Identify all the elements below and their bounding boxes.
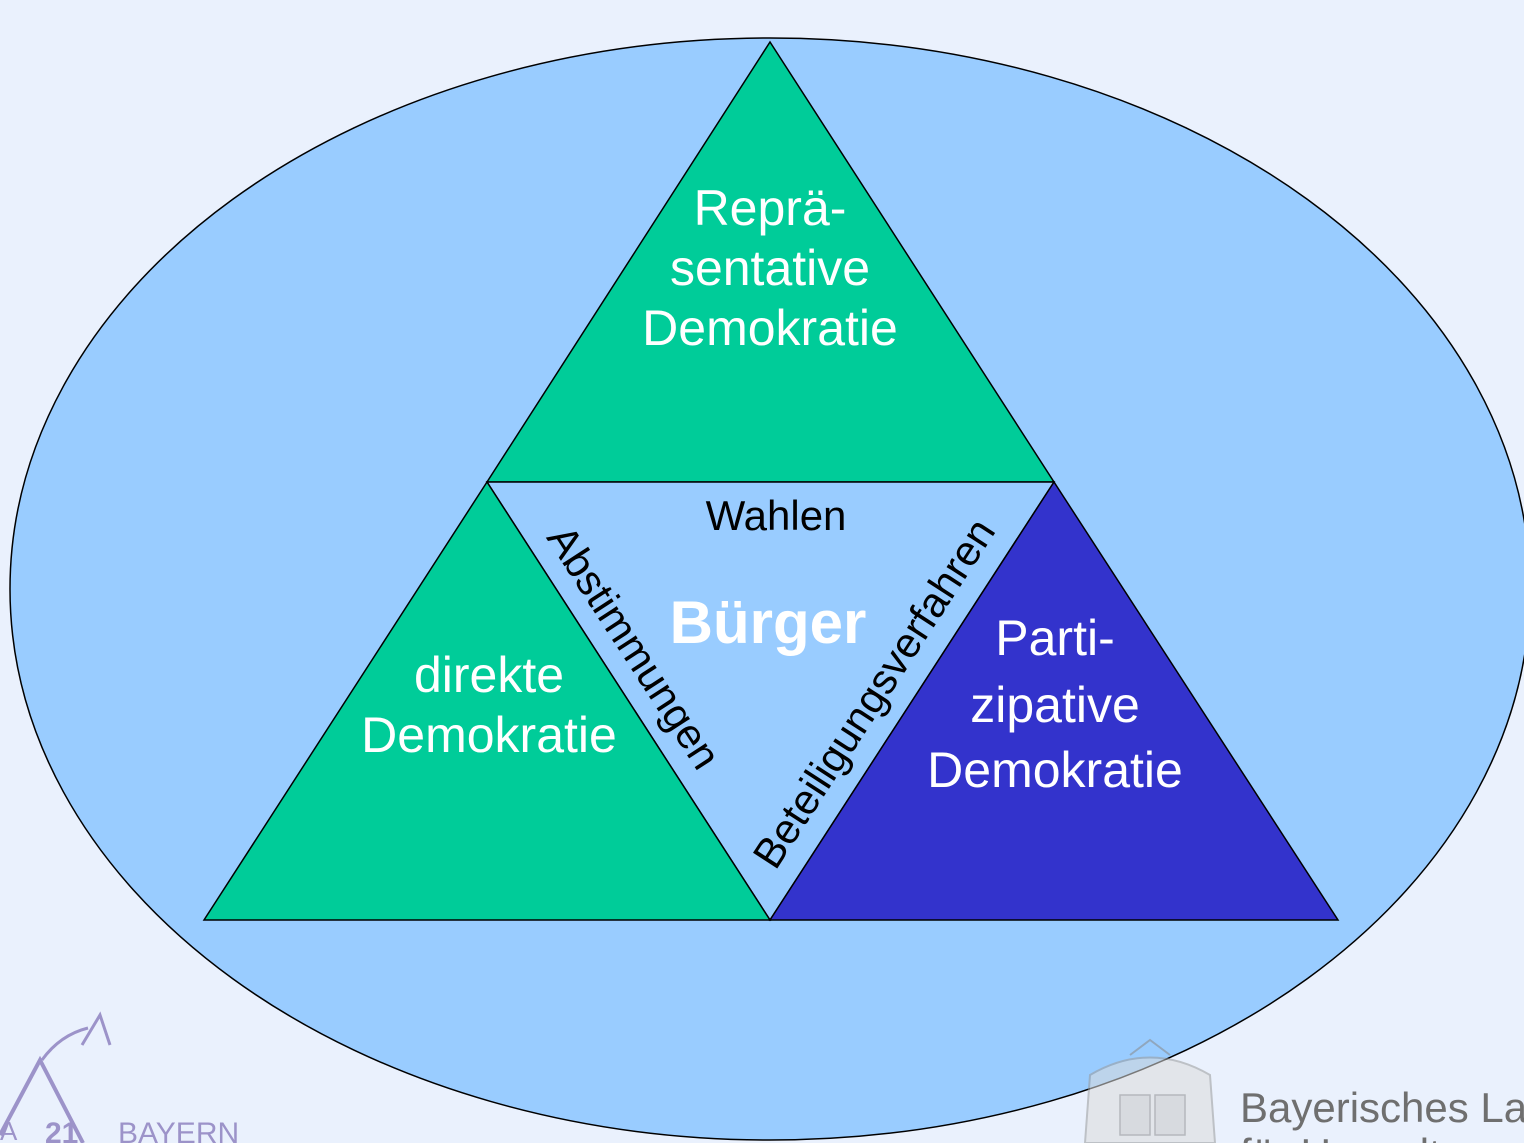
label-representative-line2: sentative (670, 240, 870, 296)
label-representative-line3: Demokratie (642, 300, 898, 356)
triangle-participative (768, 480, 1340, 921)
ministry-logo: Bayerisches La für Umwelt (1083, 1038, 1524, 1143)
label-direct-line1: direkte (414, 647, 564, 703)
label-participative-line2: zipative (970, 677, 1140, 733)
label-representative-line1: Reprä- (694, 180, 847, 236)
ministry-text-line2: für Umwelt (1240, 1130, 1441, 1143)
agenda21-wordmark: BAYERN (118, 1117, 239, 1143)
agenda21-number: 21 (45, 1117, 78, 1143)
triangle-direct (202, 480, 772, 921)
coat-of-arms-icon (1083, 1038, 1217, 1143)
ministry-text-line1: Bayerisches La (1240, 1084, 1524, 1131)
svg-text:A: A (0, 1116, 18, 1143)
label-direct-line2: Demokratie (361, 707, 617, 763)
label-participative-line3: Demokratie (927, 742, 1183, 798)
agenda21-logo: 21 BAYERN A (0, 1011, 239, 1143)
edge-label-top: Wahlen (706, 492, 847, 539)
label-center: Bürger (670, 589, 867, 656)
label-participative-line1: Parti- (995, 610, 1114, 666)
